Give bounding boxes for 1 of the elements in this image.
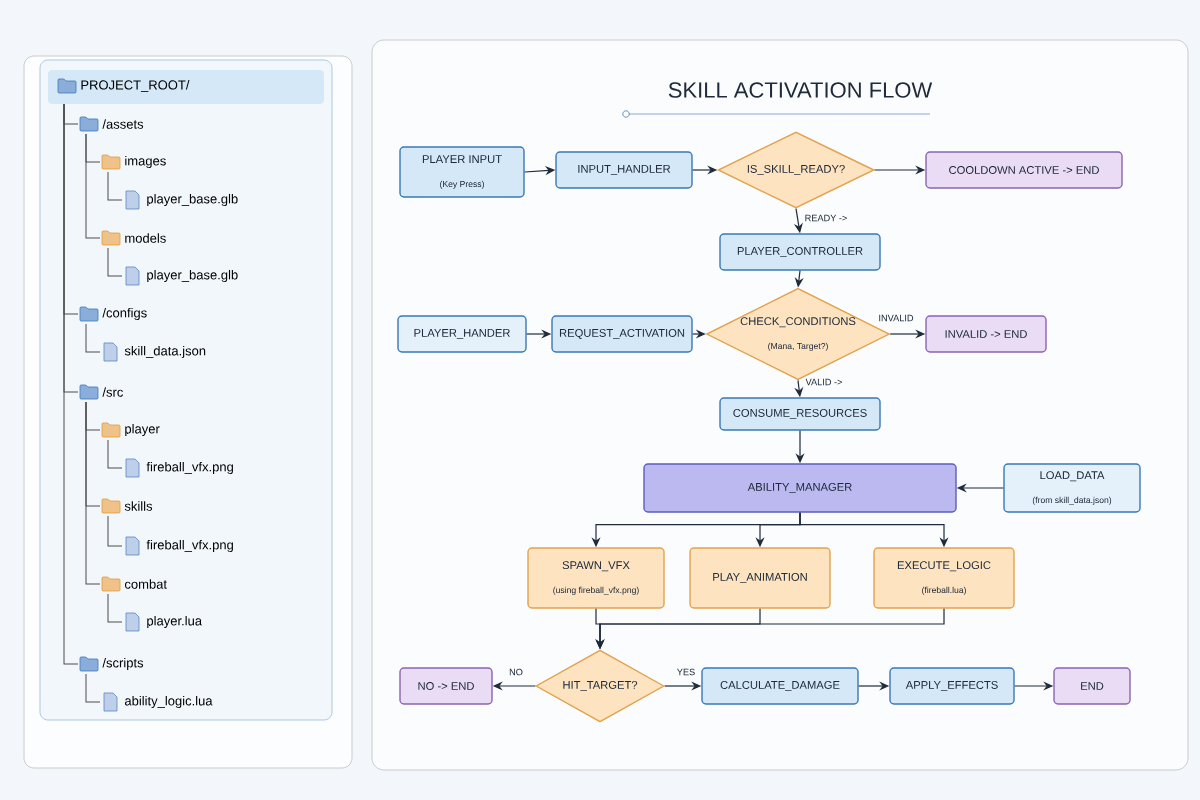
title: SKILL ACTIVATION FLOW xyxy=(668,82,933,98)
